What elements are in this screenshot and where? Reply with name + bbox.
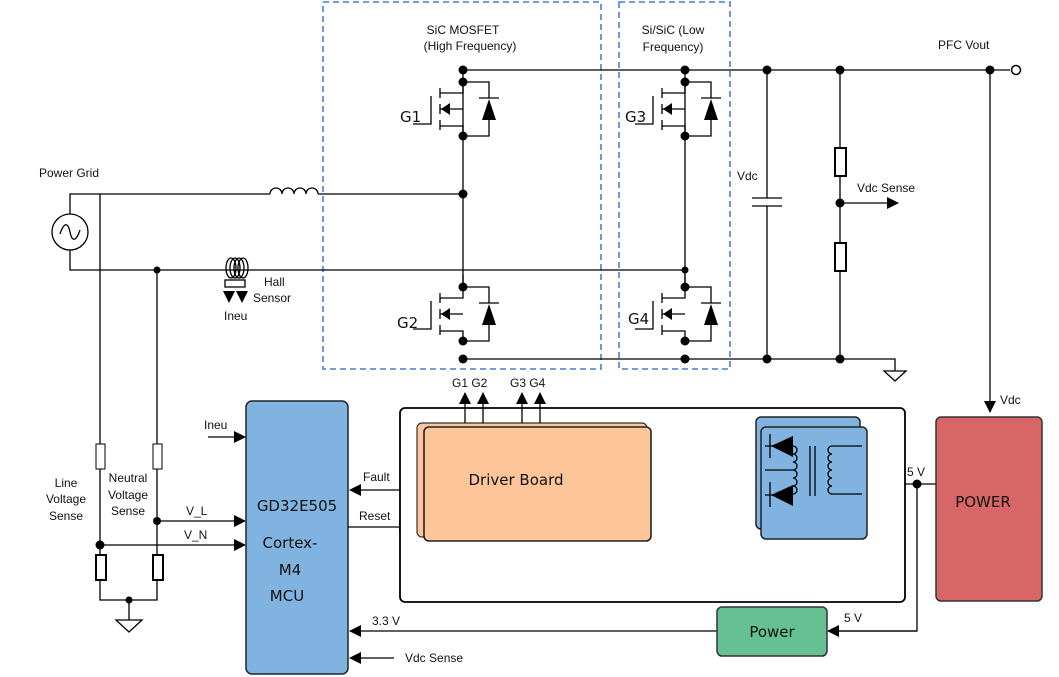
sensor-label: Sensor [253,291,291,305]
gate-label-g3: G3 [625,108,646,126]
hf-group-subtitle: (High Frequency) [424,39,517,53]
bridge-legs [462,82,686,287]
gate-label-g4: G4 [628,310,649,328]
driver-board-label: Driver Board [468,471,563,489]
rail-5v-bottom-label: 5 V [844,611,862,625]
dc-link-capacitor [752,70,782,359]
gate-arrows [459,392,546,423]
line-resistor-top [95,443,106,470]
sine-icon [59,224,81,240]
gate-labels-g3-g4: G3 G4 [510,376,546,390]
vdc-in-label: Vdc [1000,393,1021,407]
pfc-vout-label: PFC Vout [938,38,990,52]
junction-dots [458,65,995,364]
ground-icon [882,370,908,382]
ldo-power-block [716,606,828,657]
main-power-block [935,416,1043,602]
hall-label: Hall [264,275,285,289]
mosfet-g1 [412,69,500,142]
neutral-resistor-bottom [152,554,164,581]
supply-3v3-label: 3.3 V [372,614,400,628]
mcu-part: GD32E505 [257,497,337,515]
neutral-voltage-label-3: Sense [111,504,145,518]
vdc-cap-label: Vdc [737,169,758,183]
gate-labels-g1-g2: G1 G2 [452,376,488,390]
power-grid-label: Power Grid [39,166,99,180]
gate-label-g2: G2 [397,314,418,332]
dc-negative-rail [463,358,896,371]
main-power-label: POWER [955,493,1011,511]
line-voltage-label-3: Sense [49,509,83,523]
lf-switch-group [618,1,731,370]
mosfet-g2 [412,274,500,347]
resistor-bottom [834,242,847,272]
hf-switch-group [322,1,602,370]
isolated-supply [760,426,868,540]
sense-wires [99,194,158,620]
neutral-voltage-label-1: Neutral [109,471,148,485]
rail-5v-top-label: 5 V [907,465,925,479]
gate-label-g1: G1 [400,108,421,126]
fault-label: Fault [363,470,390,484]
ldo-power-label: Power [749,623,795,641]
v-l-label: V_L [186,504,208,518]
ineu-input-label: Ineu [204,418,227,432]
lf-group-title: Si/SiC (Low [642,23,705,37]
mcu-core: Cortex- [263,534,318,552]
ground-icon [114,619,144,633]
resistor-top [834,147,847,177]
line-resistor-bottom [95,554,107,581]
vdc-sense-label: Vdc Sense [857,181,915,195]
hf-group-title: SiC MOSFET [427,23,500,37]
driver-board [423,426,652,542]
line-voltage-label-2: Voltage [46,492,86,506]
transformer-icon [765,434,862,507]
lf-group-subtitle: Frequency) [643,40,704,54]
ineu-label: Ineu [224,309,247,323]
neutral-voltage-label-2: Voltage [108,488,148,502]
inductor-icon [269,187,463,195]
hall-sensor-icon [223,257,249,303]
reset-label: Reset [359,509,391,523]
grid-lines [69,193,685,271]
line-voltage-label-1: Line [55,476,78,490]
vdc-sense-input-label: Vdc Sense [405,651,463,665]
mcu-core-2: M4 [279,561,302,579]
mcu-block [245,400,349,675]
mcu-type: MCU [270,587,304,605]
v-n-label: V_N [184,528,207,542]
pfc-vout-terminal [1010,64,1022,76]
neutral-resistor-top [152,443,163,470]
mosfet-g3 [634,69,722,142]
